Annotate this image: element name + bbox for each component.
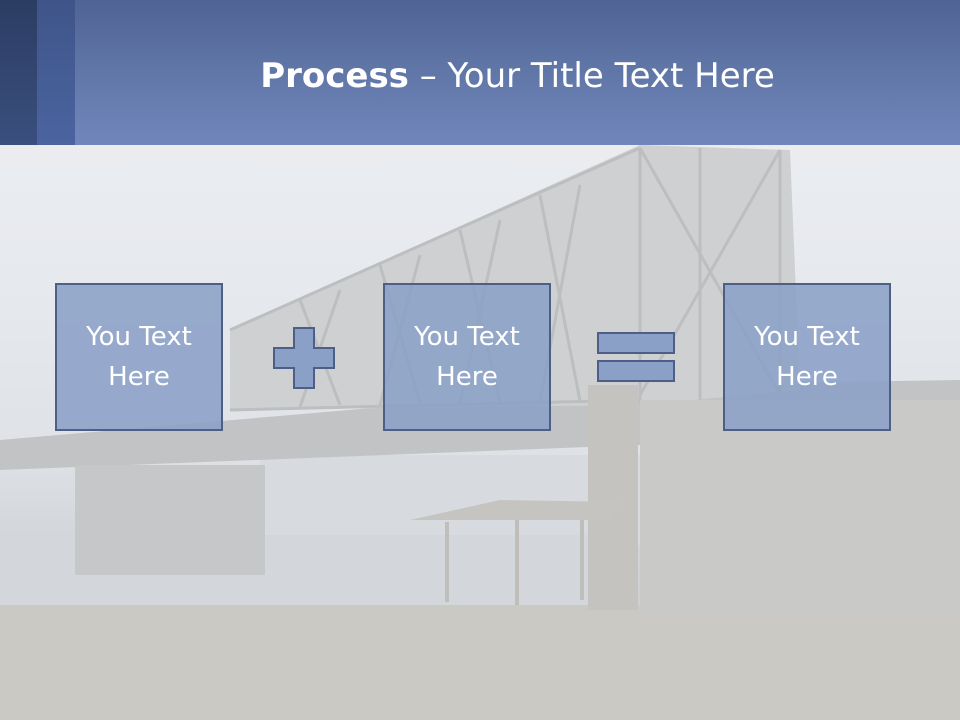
- process-box-1-line1: You Text: [86, 322, 192, 352]
- plus-icon: [272, 326, 336, 390]
- header-accent-stripe-secondary: [37, 0, 75, 145]
- process-box-1-line2: Here: [108, 362, 170, 392]
- equals-icon: [596, 331, 678, 385]
- process-box-3-line1: You Text: [754, 322, 860, 352]
- process-box-2-line1: You Text: [414, 322, 520, 352]
- header-band: Process – Your Title Text Here: [0, 0, 960, 145]
- process-box-2-line2: Here: [436, 362, 498, 392]
- header-accent-stripe: [0, 0, 37, 145]
- page-title: Process – Your Title Text Here: [75, 48, 960, 104]
- title-rest: – Your Title Text Here: [408, 56, 775, 96]
- process-box-3-line2: Here: [776, 362, 838, 392]
- title-bold: Process: [260, 56, 409, 96]
